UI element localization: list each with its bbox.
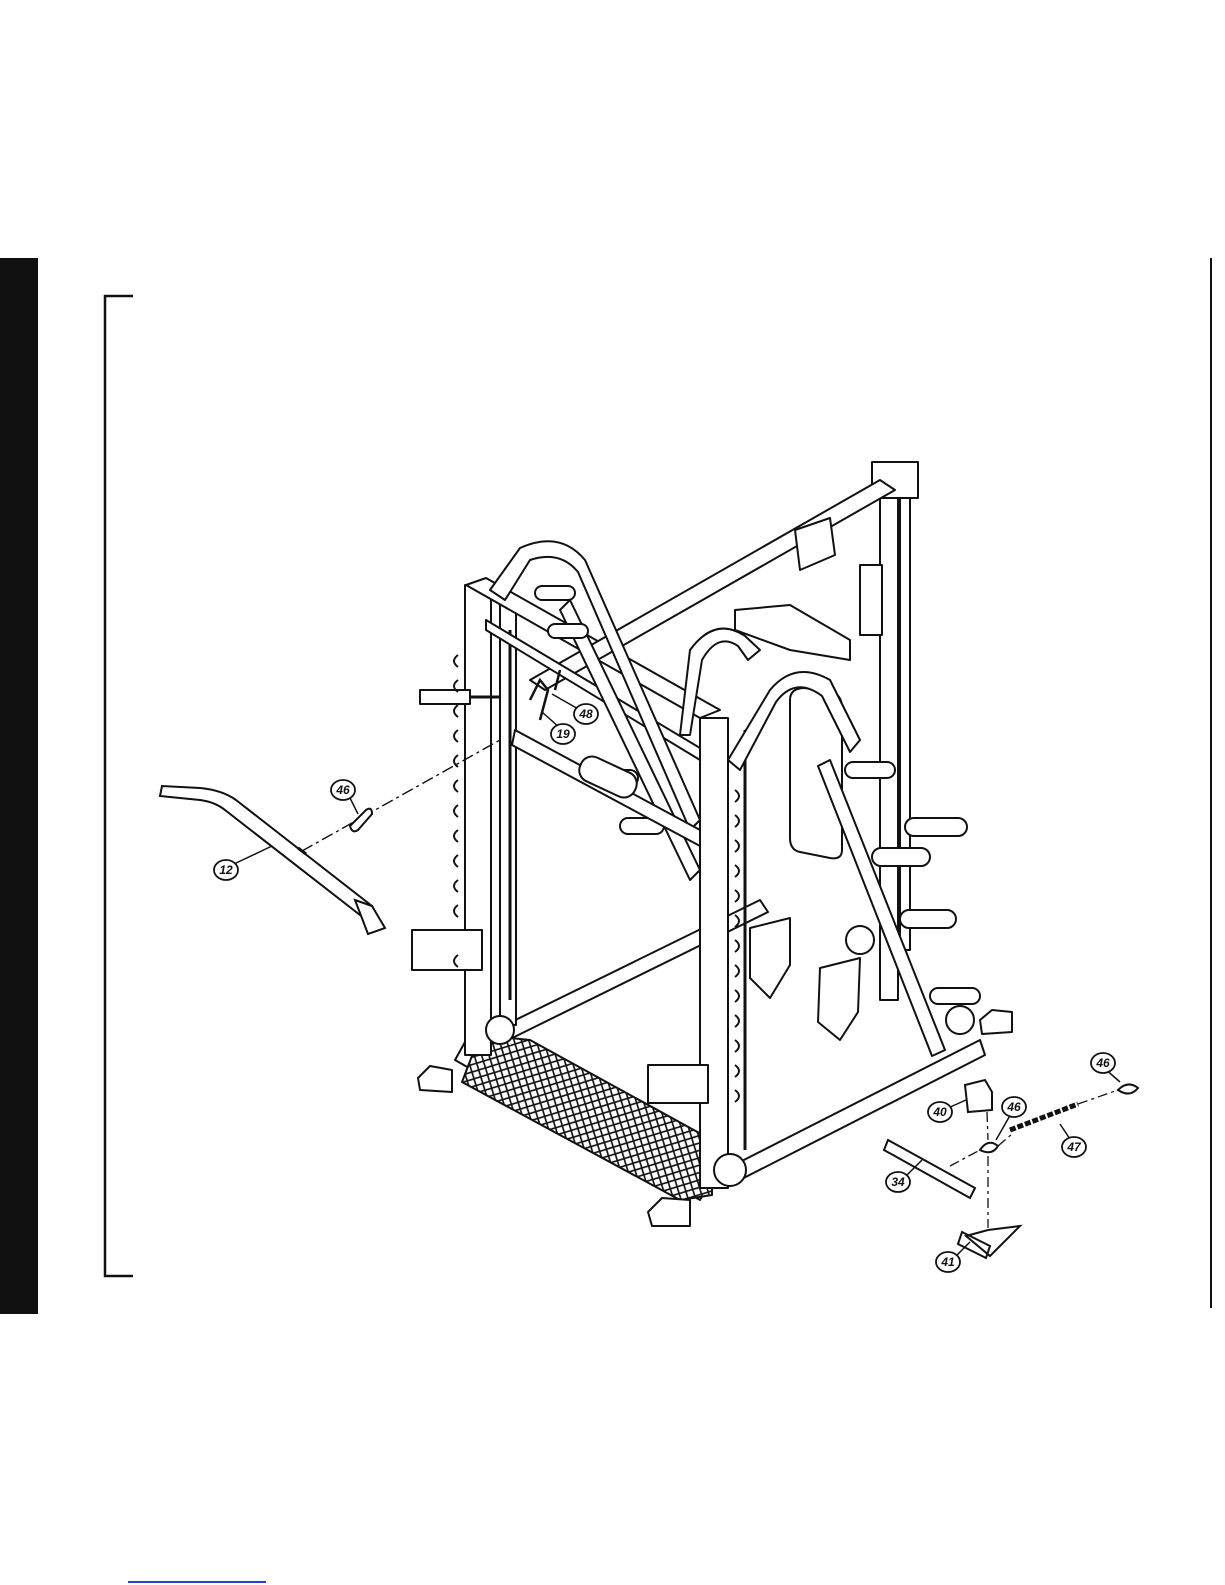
callout-40: 40 [928, 1102, 952, 1122]
callout-label-40: 40 [932, 1105, 947, 1119]
callout-label-46-right: 46 [1095, 1056, 1110, 1070]
upright-left-rear [500, 605, 516, 1025]
leg-pad-right [818, 958, 860, 1040]
callout-46-center: 46 [1002, 1097, 1026, 1117]
stirrup-handle [958, 1226, 1020, 1258]
callout-label-19: 19 [556, 727, 570, 741]
safety-catch-left [412, 930, 482, 970]
smith-machine-frame [412, 462, 1012, 1226]
ankle-cuff [965, 1080, 992, 1112]
smith-bar [420, 690, 470, 704]
callout-12: 12 [214, 860, 238, 880]
upright-left [465, 585, 491, 1055]
callout-label-46-left: 46 [335, 783, 350, 797]
foot-left [418, 1066, 452, 1092]
callout-34: 34 [886, 1172, 910, 1192]
foot-right [980, 1010, 1012, 1034]
snap-hook-left [350, 809, 372, 832]
upright-front [700, 718, 728, 1188]
callout-19: 19 [551, 724, 575, 744]
callout-label-12: 12 [219, 863, 233, 877]
floor-plate [462, 1035, 712, 1200]
callout-47: 47 [1062, 1137, 1086, 1157]
callout-46-left: 46 [331, 780, 355, 800]
callout-label-34: 34 [891, 1175, 905, 1189]
callout-label-41: 41 [940, 1255, 955, 1269]
callout-label-46-center: 46 [1006, 1100, 1021, 1114]
leg-pad-left [750, 918, 790, 998]
callout-48: 48 [574, 704, 598, 724]
rack-hooks-front [735, 790, 739, 1102]
figure-bracket [105, 296, 133, 1276]
lat-bar [160, 786, 385, 934]
callout-label-47: 47 [1066, 1140, 1082, 1154]
callout-label-48: 48 [578, 707, 593, 721]
callout-46-right: 46 [1091, 1053, 1115, 1073]
foot-front [648, 1198, 690, 1226]
callout-41: 41 [936, 1252, 960, 1272]
safety-catch-front [648, 1065, 708, 1103]
